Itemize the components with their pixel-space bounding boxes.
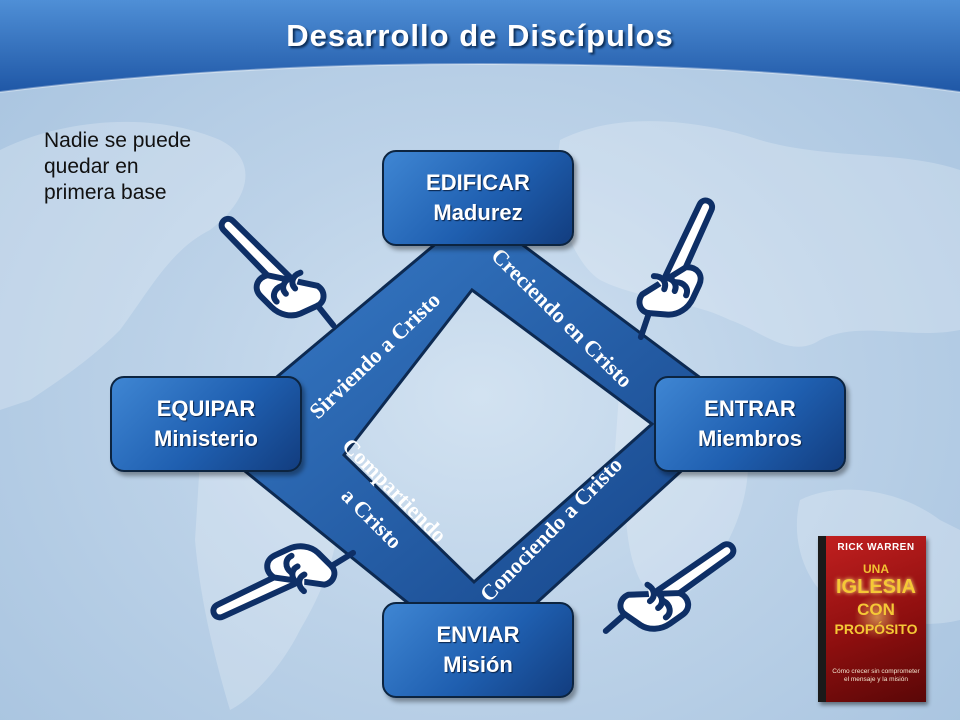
note-text: Nadie se puede quedar en primera base	[44, 128, 244, 206]
pointing-hand-icon	[604, 199, 746, 337]
book-title-iglesia: IGLESIA	[835, 576, 916, 598]
header-band	[0, 0, 960, 93]
note-line-1: Nadie se puede	[44, 129, 192, 152]
page-title: Desarrollo de Discípulos	[286, 18, 674, 53]
book-title-una: UNA	[863, 562, 889, 576]
book-glow	[854, 594, 900, 640]
book-cover: RICK WARREN UNA IGLESIA CON PROPÓSITO Có…	[818, 536, 926, 702]
book-spine	[818, 536, 826, 702]
book-author: RICK WARREN	[837, 542, 915, 553]
note-line-3: primera base	[44, 181, 167, 204]
node-edificar[interactable]: EDIFICAR Madurez	[382, 150, 574, 246]
node-enviar-title: ENVIAR	[436, 622, 520, 647]
node-edificar-subtitle: Madurez	[433, 200, 523, 225]
book-title-proposito: PROPÓSITO	[834, 621, 918, 637]
pointing-hand-icon	[222, 219, 334, 326]
book-subtitle: Cómo crecer sin comprometer el mensaje y…	[828, 668, 924, 684]
book-subtitle-line-1: Cómo crecer sin comprometer	[832, 668, 920, 675]
node-equipar-title: EQUIPAR	[156, 396, 256, 421]
node-enviar-subtitle: Misión	[443, 652, 513, 677]
node-entrar-title: ENTRAR	[704, 396, 796, 421]
node-equipar-subtitle: Ministerio	[154, 426, 258, 451]
node-enviar[interactable]: ENVIAR Misión	[382, 602, 574, 698]
node-entrar-subtitle: Miembros	[698, 426, 802, 451]
book-title-con: CON	[857, 600, 895, 619]
book-subtitle-line-2: el mensaje y la misión	[844, 676, 908, 683]
node-edificar-title: EDIFICAR	[426, 170, 530, 195]
node-equipar[interactable]: EQUIPAR Ministerio	[110, 376, 302, 472]
note-line-2: quedar en	[44, 155, 139, 178]
pointing-hand-icon	[606, 526, 735, 650]
node-entrar[interactable]: ENTRAR Miembros	[654, 376, 846, 472]
